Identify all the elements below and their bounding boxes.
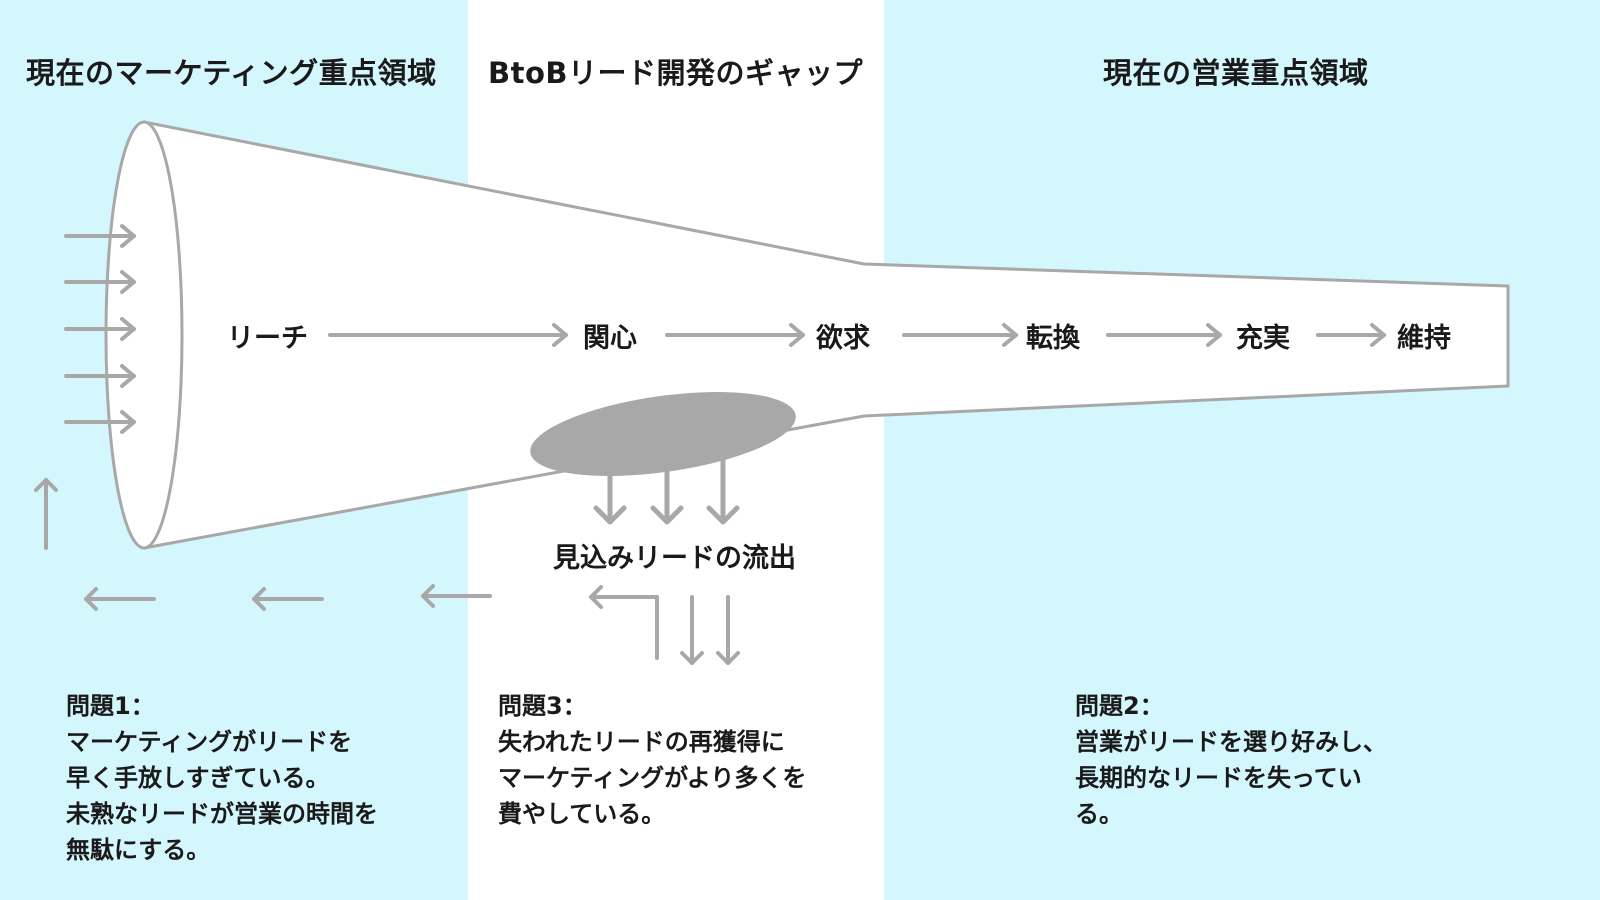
leak-arrow [706, 457, 740, 525]
inflow-arrows [64, 224, 136, 434]
problem-1-line: 早く手放しすぎている。 [66, 764, 330, 792]
return-arrow [421, 584, 492, 608]
flow-arrow-interest-desire [665, 323, 805, 347]
leak-hole [530, 392, 796, 476]
inflow-arrow [64, 410, 136, 434]
problem-3-block: 問題3： 失われたリードの再獲得に マーケティングがより多くを 費やしている。 [498, 688, 806, 832]
return-arrow [84, 587, 156, 611]
problem-1-line: 未熟なリードが営業の時間を [66, 800, 378, 828]
problem-2-block: 問題2： 営業がリードを選り好みし、 長期的なリードを失ってい る。 [1075, 688, 1387, 832]
recycle-arrows [34, 478, 740, 665]
leak-arrow [650, 463, 684, 525]
problem-2-title: 問題2： [1075, 692, 1164, 720]
flow-arrow-convert-fulfill [1106, 323, 1222, 347]
stage-interest-label: 関心 [583, 323, 637, 354]
stage-desire-label: 欲求 [816, 323, 870, 354]
problem-3-line: マーケティングがより多くを [498, 764, 807, 792]
stage-fulfillment-label: 充実 [1236, 323, 1290, 354]
lead-leak-label: 見込みリードの流出 [553, 543, 796, 574]
gap-heading: BtoBリード開発のギャップ [488, 56, 863, 90]
leak-arrows [593, 457, 740, 525]
problem-3-line: 費やしている。 [498, 800, 666, 828]
drop-arrow [680, 595, 704, 665]
flow-arrow-desire-convert [902, 323, 1018, 347]
stage-conversion-label: 転換 [1026, 323, 1080, 354]
sales-focus-heading: 現在の営業重点領域 [1103, 56, 1369, 90]
stage-arrows [328, 323, 1386, 347]
return-up-arrow [34, 478, 58, 550]
problem-2-line: 営業がリードを選り好みし、 [1075, 728, 1387, 756]
sales-focus-band [884, 0, 1600, 900]
problem-1-title: 問題1： [66, 692, 155, 720]
problem-2-line: る。 [1075, 800, 1123, 828]
problem-1-line: 無駄にする。 [66, 836, 211, 864]
leak-arrow [593, 469, 627, 525]
problem-1-line: マーケティングがリードを [66, 728, 353, 756]
marketing-focus-heading: 現在のマーケティング重点領域 [26, 56, 437, 90]
drop-arrow [716, 595, 740, 665]
flow-arrow-fulfill-retain [1316, 323, 1386, 347]
stage-reach-label: リーチ [227, 323, 308, 354]
inflow-arrow [64, 364, 136, 388]
inflow-arrow [64, 224, 136, 248]
problem-2-line: 長期的なリードを失ってい [1075, 764, 1362, 792]
stage-retention-label: 維持 [1397, 323, 1451, 354]
inflow-arrow [64, 317, 136, 341]
flow-arrow-reach-interest [328, 323, 568, 347]
recycle-corner-arrow [589, 585, 659, 660]
problem-1-block: 問題1： マーケティングがリードを 早く手放しすぎている。 未熟なリードが営業の… [66, 688, 378, 868]
problem-3-line: 失われたリードの再獲得に [498, 728, 785, 756]
problem-3-title: 問題3： [498, 692, 587, 720]
return-arrow [252, 587, 324, 611]
funnel-mouth [104, 120, 184, 550]
inflow-arrow [64, 270, 136, 294]
